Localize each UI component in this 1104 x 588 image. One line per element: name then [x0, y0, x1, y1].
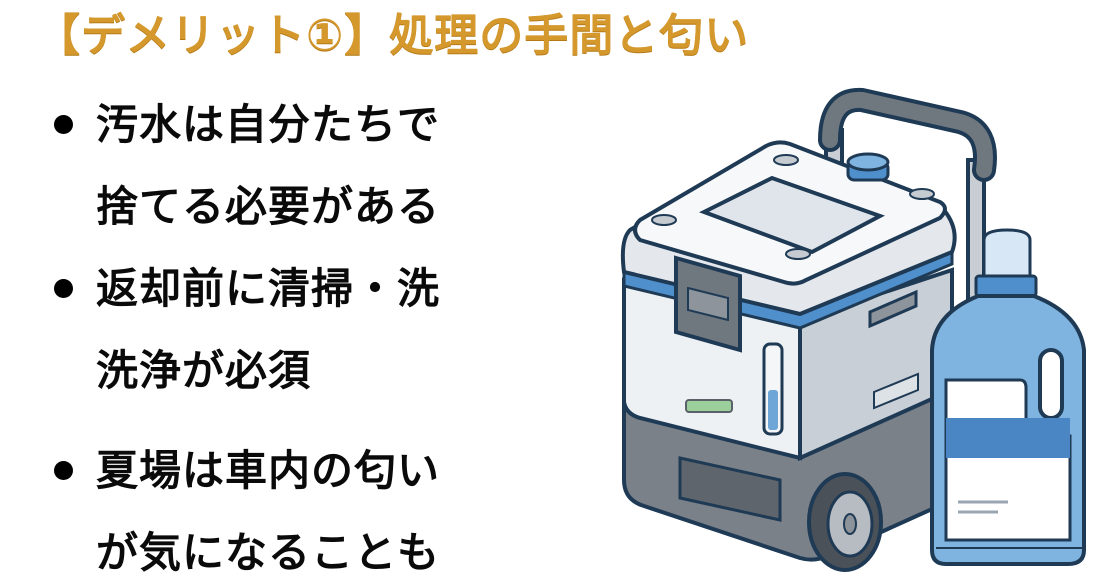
slide-title: 【デメリット①】処理の手間と匂い — [36, 10, 750, 61]
bullet-dot-icon — [54, 115, 73, 134]
bullet-item-cleaning: 返却前に清掃・洗 洗浄が必須 — [54, 248, 574, 412]
bullet-item-smell: 夏場は車内の匂い が気になることも — [54, 430, 574, 588]
bullet-dot-icon — [54, 279, 73, 298]
bullet-line: 捨てる必要がある — [96, 182, 441, 231]
bullet-line: 汚水は自分たちで — [96, 100, 441, 149]
bullet-line: が気になることも — [96, 528, 441, 577]
bullet-item-disposal: 汚水は自分たちで 捨てる必要がある — [54, 84, 574, 248]
bullet-line: 返却前に清掃・洗 — [96, 264, 441, 313]
detergent-bottle-icon — [930, 228, 1086, 566]
bullet-list: 汚水は自分たちで 捨てる必要がある 返却前に清掃・洗 洗浄が必須 夏場は車内の匂… — [54, 84, 574, 588]
portable-toilet-icon — [620, 140, 957, 572]
bullet-line: 夏場は車内の匂い — [96, 446, 441, 495]
illustration — [600, 80, 1104, 588]
bullet-dot-icon — [54, 461, 73, 480]
bullet-line: 洗浄が必須 — [96, 346, 312, 395]
